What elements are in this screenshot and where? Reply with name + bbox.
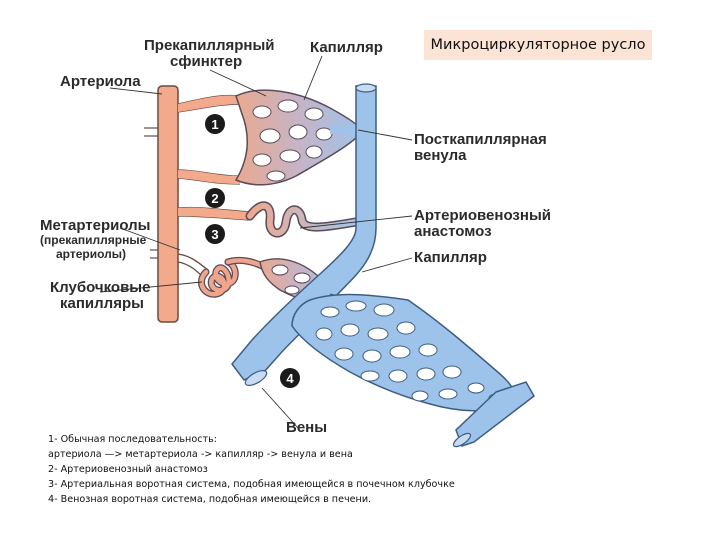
marker-3: 3 — [205, 224, 225, 244]
legend-line-4: 3- Артериальная воротная система, подобн… — [48, 479, 455, 490]
av-anastomosis — [245, 201, 361, 238]
svg-text:4: 4 — [286, 371, 294, 386]
marker-2: 2 — [205, 188, 225, 208]
svg-text:2: 2 — [211, 191, 218, 206]
svg-text:1: 1 — [211, 117, 218, 132]
legend-line-5: 4- Венозная воротная система, подобная и… — [48, 494, 372, 505]
label-veins: Вены — [286, 419, 327, 436]
legend-line-3: 2- Артериовенозный анастомоз — [48, 464, 208, 475]
label-glomerular-capillaries: Клубочковые — [50, 279, 150, 296]
marker-4: 4 — [280, 368, 300, 388]
label-metarterioles-sub: (прекапиллярные — [40, 233, 147, 247]
label-metarterioles-sub-2: артериолы) — [56, 247, 126, 261]
label-av-anastomosis-2: анастомоз — [414, 223, 492, 240]
portal-vein — [452, 381, 535, 448]
capillary-network-1 — [234, 89, 363, 186]
svg-text:3: 3 — [211, 227, 218, 242]
legend: 1- Обычная последовательность: артериола… — [48, 432, 688, 507]
legend-line-2: артериола —> метартериола -> капилляр ->… — [48, 449, 353, 460]
leader-lines — [99, 55, 413, 429]
capillary-network-3 — [291, 293, 516, 412]
label-precapillary-sphincter-2: сфинктер — [170, 53, 242, 70]
label-precapillary-sphincter: Прекапиллярный — [144, 37, 274, 54]
label-postcapillary-venule: Посткапиллярная — [414, 131, 547, 148]
label-postcapillary-venule-2: венула — [414, 147, 467, 164]
label-glomerular-capillaries-2: капилляры — [60, 295, 144, 312]
label-metarterioles: Метартериолы — [40, 217, 151, 234]
legend-line-1: 1- Обычная последовательность: — [48, 434, 217, 445]
slide-title: Микроциркуляторное русло — [424, 30, 652, 60]
label-arteriole: Артериола — [60, 73, 141, 90]
label-capillary-top: Капилляр — [310, 39, 383, 56]
arteriole-vessel — [144, 85, 179, 323]
label-av-anastomosis: Артериовенозный — [414, 207, 551, 224]
label-capillary-right: Капилляр — [414, 249, 487, 266]
marker-1: 1 — [205, 114, 225, 134]
glomerular-capillaries — [198, 256, 266, 298]
